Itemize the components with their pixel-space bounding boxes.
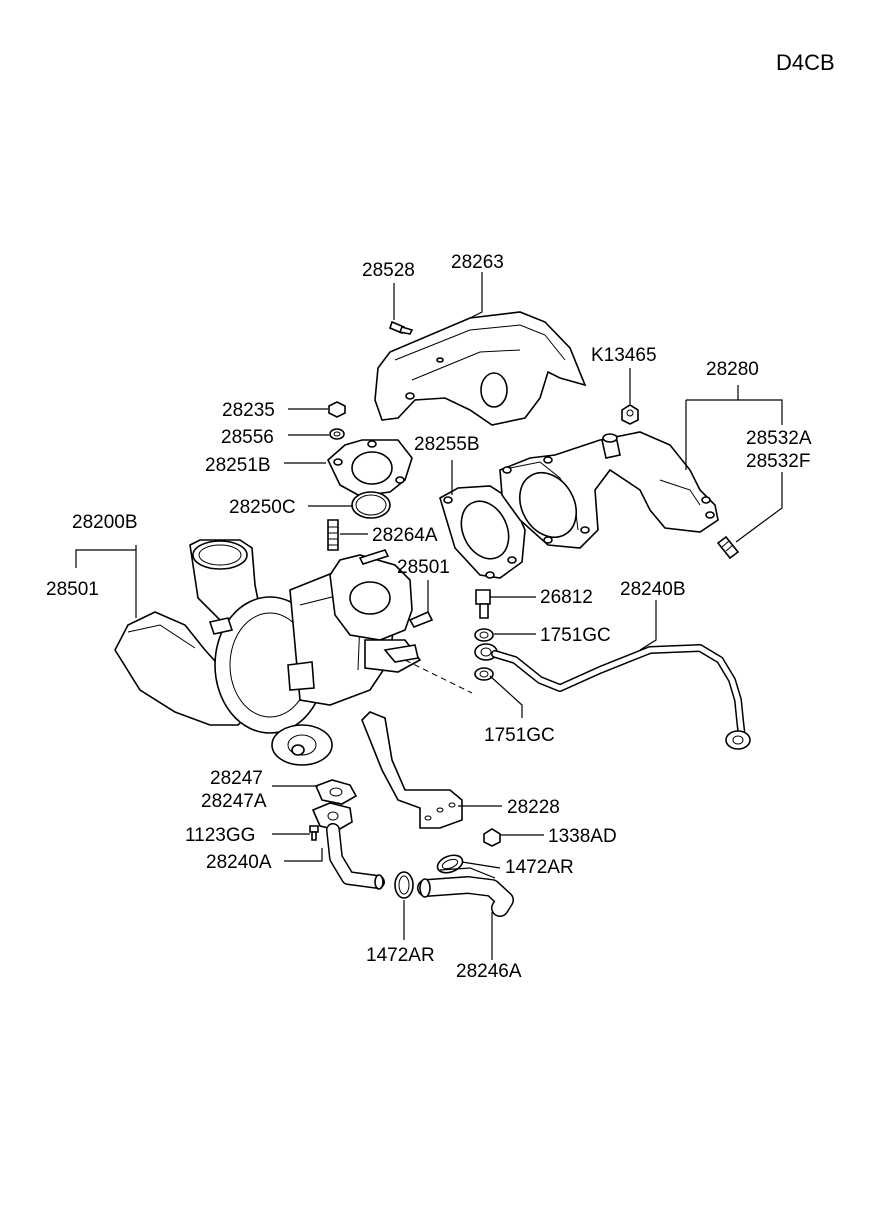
label-28501-right: 28501 (397, 557, 450, 578)
clamp-1472ar-bottom[interactable] (394, 871, 414, 899)
label-1472ar-right: 1472AR (505, 857, 574, 878)
label-k13465: K13465 (591, 345, 657, 366)
label-28240b: 28240B (620, 579, 686, 600)
label-28532f: 28532F (746, 451, 810, 472)
washer-28556[interactable] (329, 428, 345, 440)
label-28280: 28280 (706, 359, 759, 380)
bolt-1123gg[interactable] (309, 825, 319, 841)
label-28228: 28228 (507, 797, 560, 818)
o-ring-28250c[interactable] (351, 491, 391, 519)
heat-shield[interactable] (374, 311, 587, 426)
nut-k13465[interactable] (621, 404, 639, 425)
label-28532a: 28532A (746, 428, 812, 449)
reference-line (404, 659, 473, 694)
label-28246a: 28246A (456, 961, 522, 982)
leader-lines (75, 272, 783, 960)
washer-1751gc-top[interactable] (474, 628, 494, 642)
exhaust-elbow-28280[interactable] (499, 431, 719, 549)
nut-28235[interactable] (328, 401, 346, 418)
gasket-28247[interactable] (314, 779, 358, 805)
label-28251b: 28251B (205, 455, 271, 476)
clamp-1472ar-right[interactable] (435, 852, 465, 876)
label-1472ar-bottom: 1472AR (366, 945, 435, 966)
label-28501-left: 28501 (46, 579, 99, 600)
stud-28532[interactable] (716, 535, 740, 560)
bracket-28228[interactable] (361, 711, 463, 829)
part-labels: 28528 28263 K13465 28280 28235 28556 282… (46, 252, 812, 982)
oil-return-pipe-28240a[interactable] (311, 802, 385, 890)
label-28200b: 28200B (72, 512, 138, 533)
label-26812: 26812 (540, 587, 593, 608)
label-1123gg: 1123GG (185, 825, 255, 846)
label-28528: 28528 (362, 260, 415, 281)
label-28240a: 28240A (206, 852, 272, 873)
bolt-28528[interactable] (389, 320, 414, 335)
label-28263: 28263 (451, 252, 504, 273)
label-28264a: 28264A (372, 525, 438, 546)
gasket-28251b[interactable] (327, 439, 413, 497)
gasket-28255b[interactable] (439, 485, 526, 579)
label-28255b: 28255B (414, 434, 480, 455)
label-28247: 28247 (210, 768, 263, 789)
hose-28246a[interactable] (417, 867, 514, 917)
diagram-code: D4CB (776, 50, 835, 75)
bolt-26812[interactable] (475, 589, 491, 619)
washer-1751gc-bottom[interactable] (474, 667, 494, 681)
label-1338ad: 1338AD (548, 826, 617, 847)
stud-28264a[interactable] (327, 519, 339, 551)
label-28235: 28235 (222, 400, 275, 421)
label-1751gc-top: 1751GC (540, 625, 611, 646)
turbocharger-28200b[interactable] (114, 539, 434, 766)
label-28247a: 28247A (201, 791, 267, 812)
oil-feed-pipe-28240b[interactable] (491, 644, 751, 750)
label-28556: 28556 (221, 427, 274, 448)
nut-1338ad[interactable] (483, 828, 501, 847)
label-28250c: 28250C (229, 497, 296, 518)
label-1751gc-bottom: 1751GC (484, 725, 555, 746)
